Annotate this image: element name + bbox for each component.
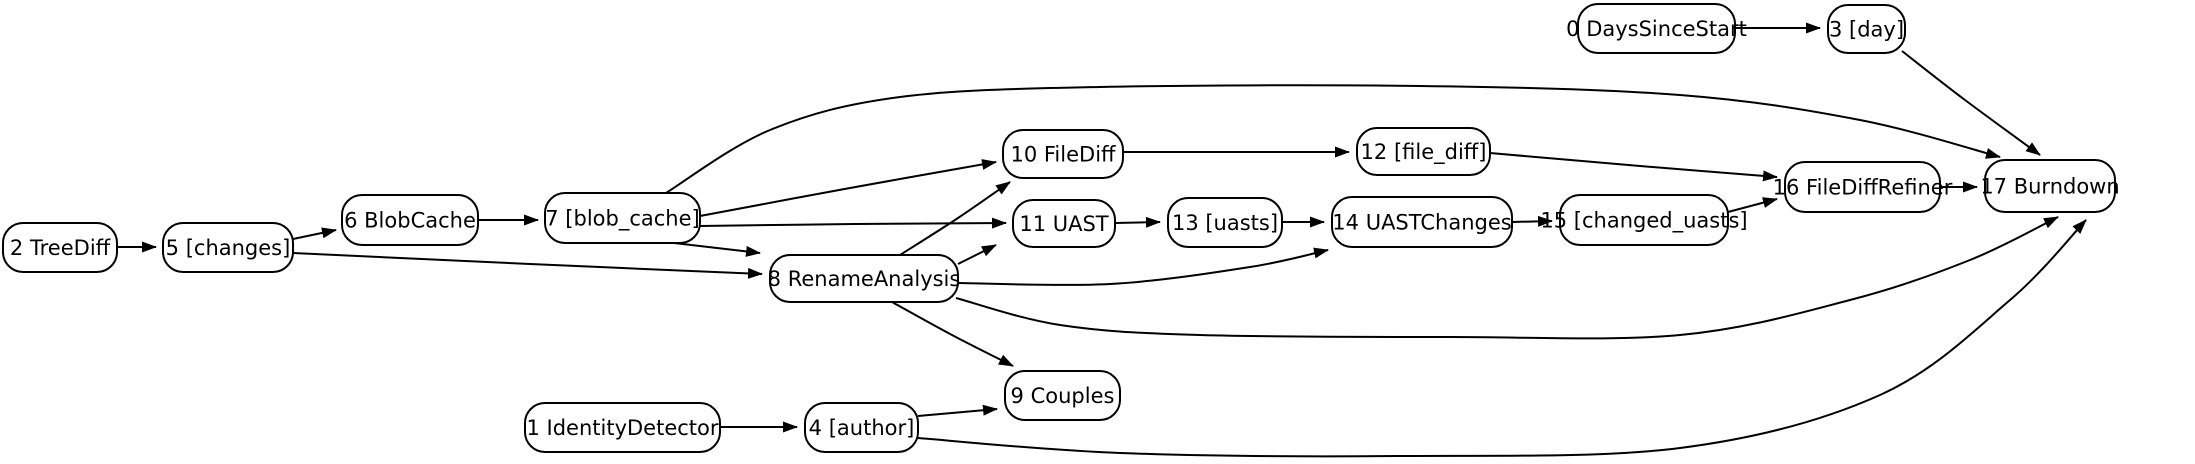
node-8-renameanalysis: 8 RenameAnalysis bbox=[768, 254, 961, 303]
node-box bbox=[1356, 127, 1491, 176]
node-5-changes: 5 [changes] bbox=[162, 222, 294, 273]
node-label: 0 DaysSinceStart bbox=[1566, 17, 1747, 41]
edge-7-to-17 bbox=[665, 84, 2001, 194]
node-9-couples: 9 Couples bbox=[1004, 370, 1121, 421]
node-label: 2 TreeDiff bbox=[10, 236, 111, 260]
node-box bbox=[1577, 3, 1736, 54]
node-13-uasts: 13 [uasts] bbox=[1167, 197, 1283, 248]
edge-11-to-13 bbox=[1114, 216, 1161, 228]
node-box bbox=[804, 402, 919, 453]
node-label: 13 [uasts] bbox=[1172, 211, 1278, 235]
node-1-identitydetector: 1 IdentityDetector bbox=[524, 402, 721, 453]
node-label: 14 UASTChanges bbox=[1332, 210, 1511, 234]
node-12-file-diff: 12 [file_diff] bbox=[1356, 127, 1491, 176]
node-0-dayssincestart: 0 DaysSinceStart bbox=[1566, 3, 1747, 54]
node-box bbox=[1331, 196, 1513, 248]
edge-14-to-15 bbox=[1511, 215, 1553, 227]
node-box bbox=[1002, 129, 1124, 179]
node-box bbox=[769, 254, 959, 303]
node-17-burndown: 17 Burndown bbox=[1980, 159, 2120, 213]
node-label: 16 FileDiffRefiner bbox=[1773, 175, 1953, 199]
node-box bbox=[524, 402, 721, 453]
node-box bbox=[1012, 199, 1116, 248]
node-14-uastchanges: 14 UASTChanges bbox=[1331, 196, 1513, 248]
node-label: 5 [changes] bbox=[166, 236, 291, 260]
node-label: 1 IdentityDetector bbox=[526, 416, 718, 440]
node-6-blobcache: 6 BlobCache bbox=[341, 194, 479, 246]
node-box bbox=[1167, 197, 1283, 248]
edge-3-to-17 bbox=[1901, 50, 2041, 156]
edge-8-to-17 bbox=[955, 216, 2059, 340]
edge-7-to-8 bbox=[673, 242, 761, 257]
node-label: 15 [changed_uasts] bbox=[1540, 208, 1747, 233]
edge-8-to-11 bbox=[957, 244, 997, 265]
node-7-blob-cache: 7 [blob_cache] bbox=[544, 192, 701, 244]
node-label: 17 Burndown bbox=[1980, 174, 2119, 198]
node-box bbox=[1984, 159, 2116, 213]
node-11-uast: 11 UAST bbox=[1012, 199, 1116, 248]
node-3-day: 3 [day] bbox=[1827, 4, 1906, 54]
node-box bbox=[1004, 370, 1121, 421]
edge-7-to-10 bbox=[699, 159, 997, 217]
node-label: 6 BlobCache bbox=[344, 208, 476, 232]
edge-8-to-14 bbox=[957, 247, 1329, 287]
node-box bbox=[1827, 4, 1906, 54]
node-label: 8 RenameAnalysis bbox=[768, 267, 961, 291]
node-label: 9 Couples bbox=[1011, 384, 1115, 408]
node-15-changed-uasts: 15 [changed_uasts] bbox=[1540, 194, 1748, 246]
edge-15-to-16 bbox=[1727, 197, 1778, 213]
node-label: 7 [blob_cache] bbox=[545, 206, 699, 231]
edge-8-to-9 bbox=[891, 301, 1014, 367]
edge-12-to-16 bbox=[1489, 152, 1778, 182]
edge-5-to-6 bbox=[292, 227, 337, 240]
node-box bbox=[1784, 161, 1941, 213]
node-label: 3 [day] bbox=[1829, 17, 1904, 41]
node-box bbox=[2, 222, 118, 273]
node-box bbox=[162, 222, 294, 273]
edge-4-to-17 bbox=[917, 219, 2087, 458]
node-4-author: 4 [author] bbox=[804, 402, 919, 453]
node-box bbox=[341, 194, 479, 246]
node-10-filediff: 10 FileDiff bbox=[1002, 129, 1124, 179]
node-label: 10 FileDiff bbox=[1010, 142, 1116, 166]
edge-8-to-10 bbox=[899, 181, 1011, 256]
node-label: 11 UAST bbox=[1019, 212, 1108, 236]
node-2-treediff: 2 TreeDiff bbox=[2, 222, 118, 273]
edge-7-to-11 bbox=[699, 217, 1007, 229]
node-box bbox=[544, 192, 701, 244]
node-label: 12 [file_diff] bbox=[1361, 140, 1487, 165]
edge-5-to-8 bbox=[292, 252, 763, 279]
edge-4-to-9 bbox=[917, 404, 998, 417]
node-box bbox=[1559, 194, 1729, 246]
node-16-filediffrefiner: 16 FileDiffRefiner bbox=[1773, 161, 1953, 213]
node-label: 4 [author] bbox=[809, 416, 915, 440]
